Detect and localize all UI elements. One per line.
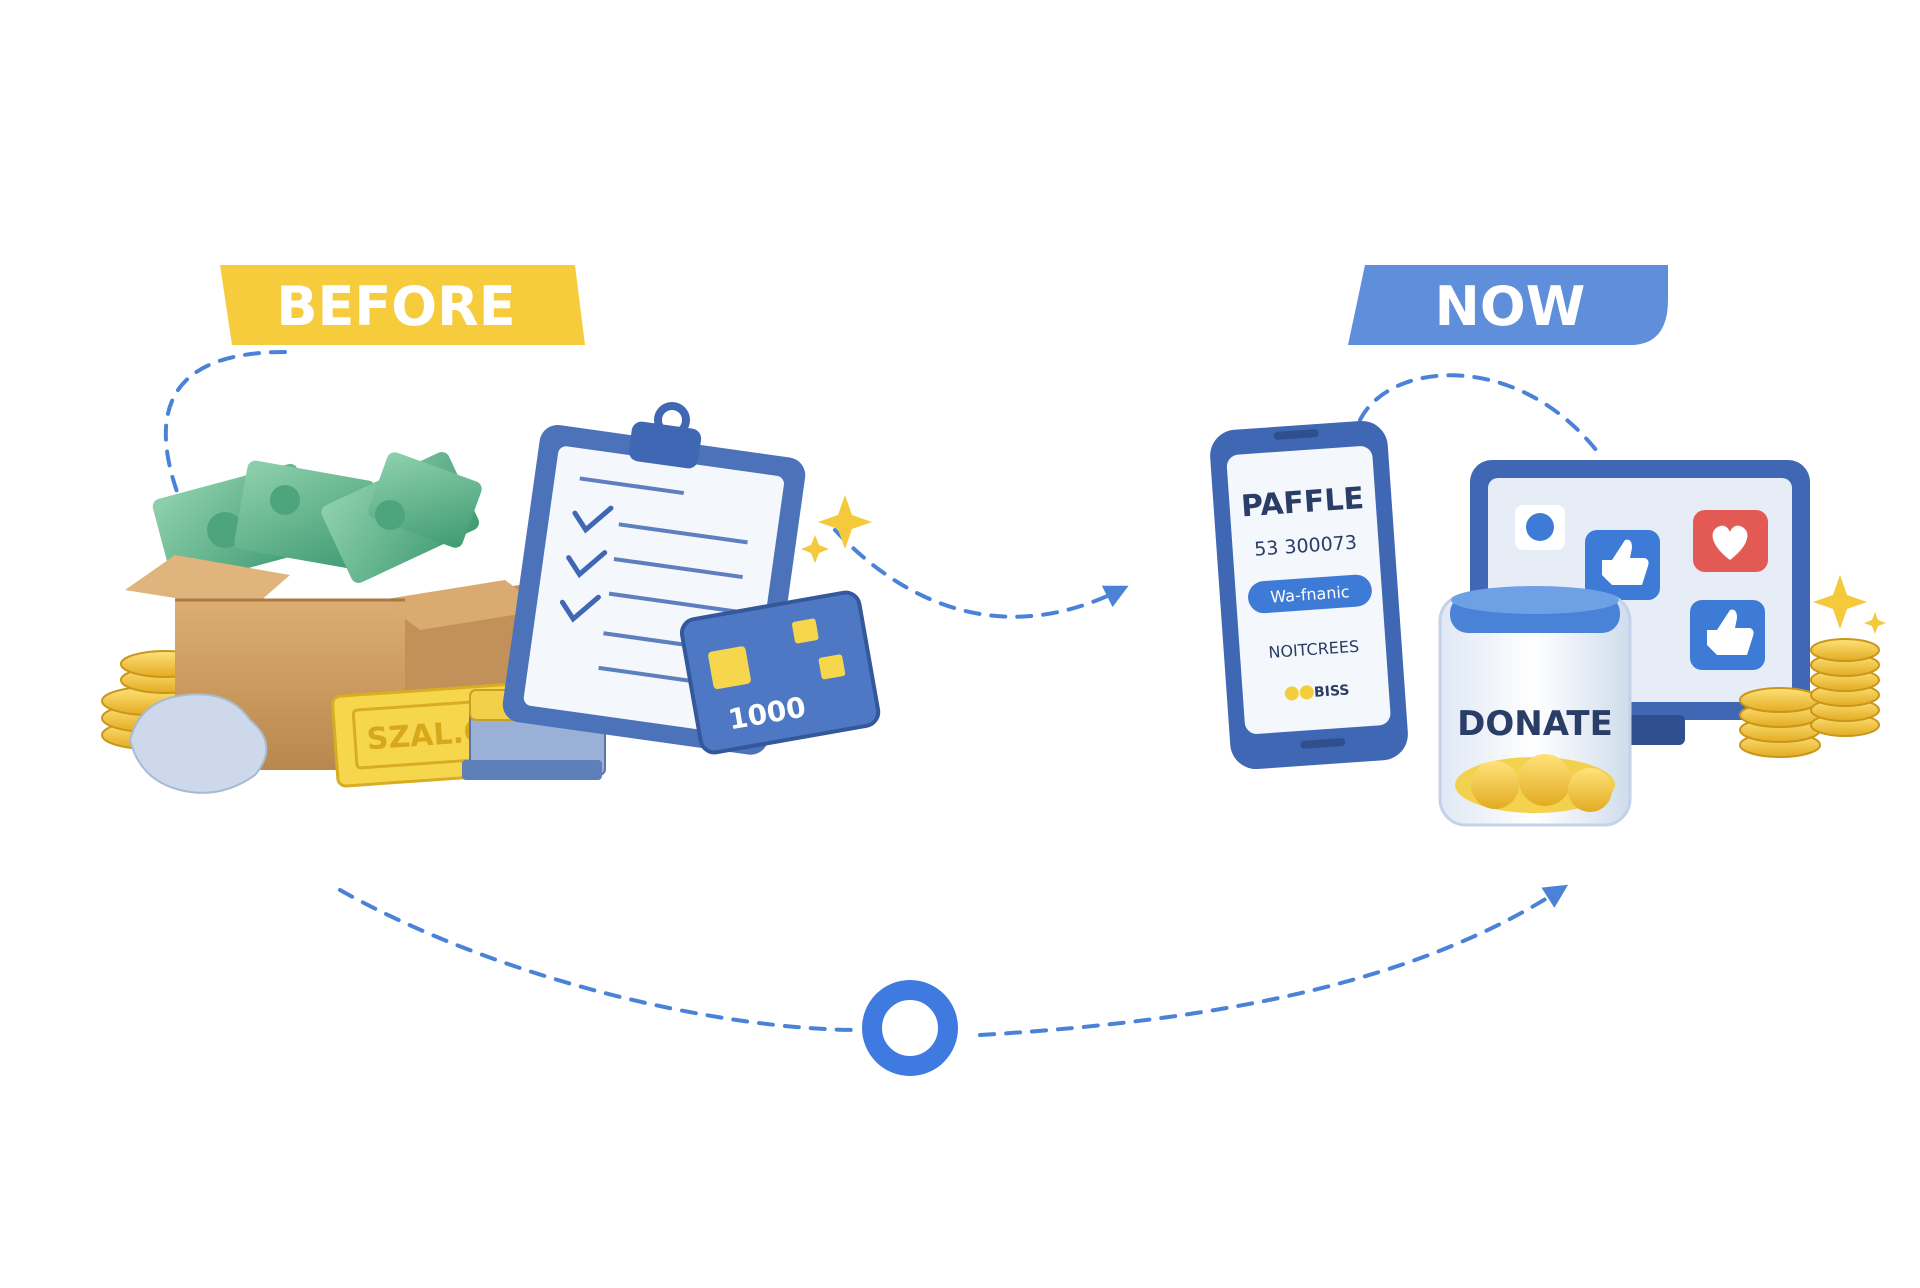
cash-pile — [152, 451, 482, 587]
now-banner: NOW — [1348, 265, 1668, 345]
before-banner: BEFORE — [220, 265, 585, 345]
before-label: BEFORE — [276, 275, 515, 338]
sparkle-icon — [801, 495, 872, 563]
like-icon — [1690, 600, 1765, 670]
heart-icon — [1693, 510, 1768, 572]
phone-footer: BISS — [1314, 682, 1350, 700]
now-label: NOW — [1435, 275, 1586, 338]
connectors — [163, 350, 1602, 1037]
middle-arrow-connector — [833, 528, 1129, 619]
sparkle-icon — [1813, 575, 1886, 634]
phone: PAFFLE 53 300073 Wa-fnanic NOITCREES BIS… — [1210, 420, 1408, 770]
blue-card: 1000 — [679, 590, 881, 755]
phone-button — [1248, 574, 1372, 614]
crumpled-paper — [128, 693, 268, 794]
like-icon — [1585, 530, 1660, 600]
now-illustration: PAFFLE 53 300073 Wa-fnanic NOITCREES BIS… — [1210, 420, 1886, 827]
bottom-left-connector — [338, 888, 862, 1032]
phone-title: PAFFLE — [1240, 481, 1365, 524]
donation-jar: DONATE — [1438, 586, 1632, 827]
coin-stack-right — [1739, 638, 1880, 758]
checkmark-icon — [566, 550, 608, 579]
before-illustration: SZAL.Q — [101, 402, 881, 794]
checkmark-icon — [559, 594, 601, 623]
bottom-right-connector — [978, 884, 1569, 1037]
connector-ring — [862, 980, 958, 1076]
now-loop-connector — [1358, 373, 1602, 457]
checkmark-icon — [572, 505, 614, 534]
chat-icon — [1515, 505, 1565, 550]
jar-label: DONATE — [1457, 704, 1613, 744]
